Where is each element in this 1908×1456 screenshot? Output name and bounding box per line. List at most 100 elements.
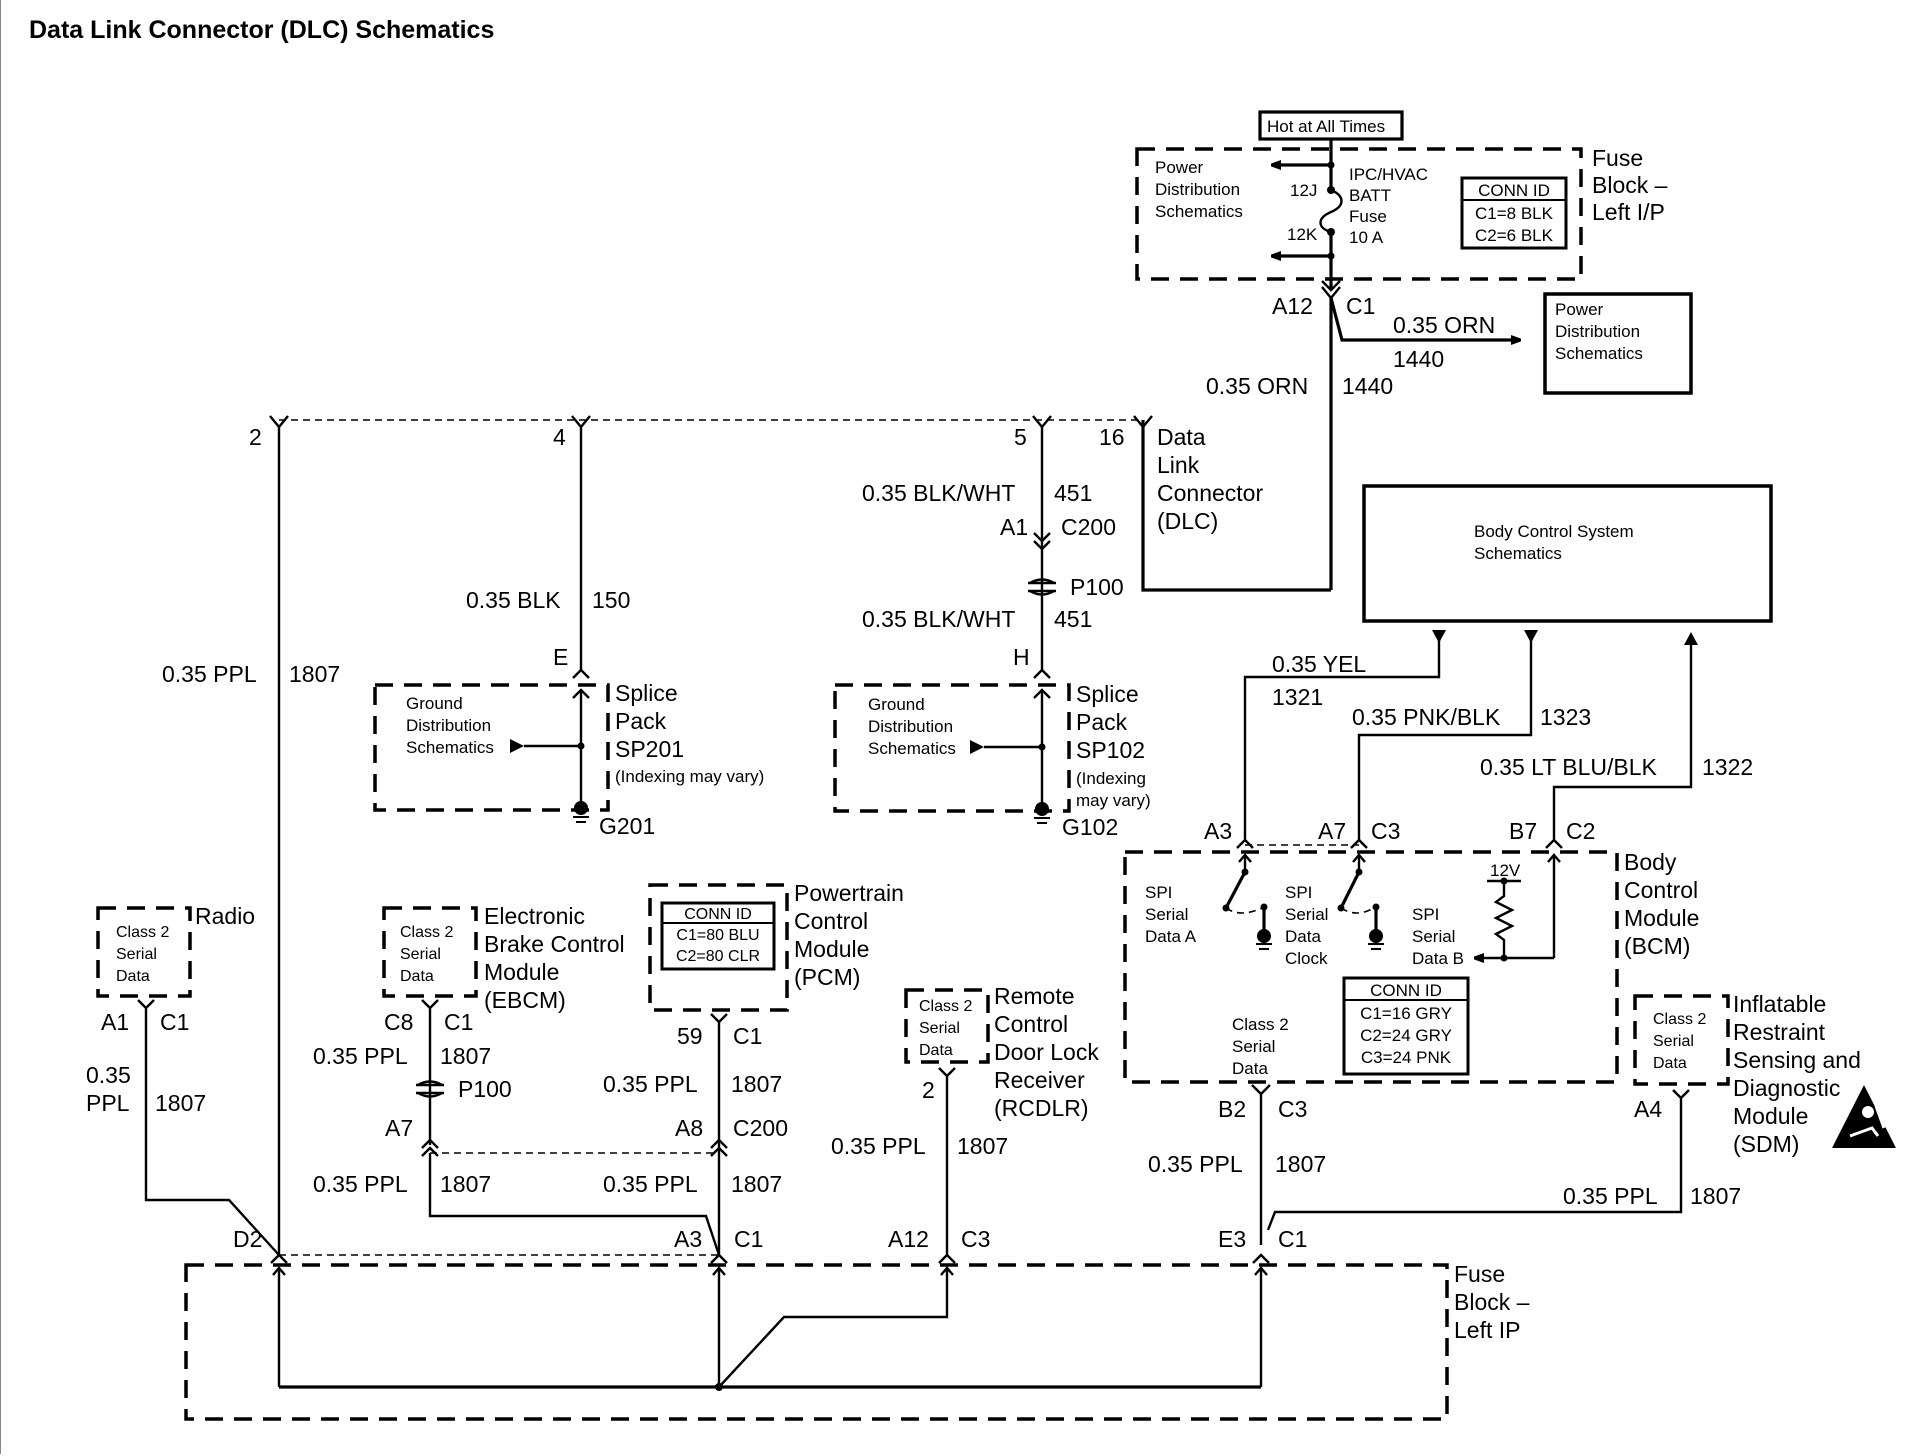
dlc-pin-4: 4 (553, 415, 591, 450)
connector-arrow-a12 (1321, 280, 1341, 292)
blkwht-lower-circuit: 451 (1054, 606, 1092, 632)
svg-text:E3: E3 (1218, 1226, 1246, 1252)
svg-text:C2=6 BLK: C2=6 BLK (1475, 226, 1554, 245)
sdm-outline (1633, 994, 1730, 1086)
sp201-outline (373, 683, 610, 812)
g201-label: G201 (599, 813, 655, 839)
svg-text:Fuse: Fuse (1349, 207, 1387, 226)
svg-text:Module: Module (1733, 1103, 1808, 1129)
pin-a1-c200-label: A1 (1000, 514, 1028, 540)
svg-text:C1=16 GRY: C1=16 GRY (1360, 1004, 1452, 1023)
svg-text:16: 16 (1099, 424, 1125, 450)
connector-c200-top (1033, 532, 1051, 551)
svg-text:SP201: SP201 (615, 736, 684, 762)
pcm-conn-label: C1 (733, 1023, 762, 1049)
svg-text:Fuse: Fuse (1592, 145, 1643, 171)
bcm-name: Body Control Module (BCM) (1624, 849, 1699, 959)
svg-text:Data: Data (919, 1042, 953, 1059)
bcm-pin-b7: B7 C2 (1509, 818, 1595, 849)
svg-text:(PCM): (PCM) (794, 964, 860, 990)
fuse-ip-pin-a12: A12 C3 (888, 1226, 990, 1264)
fuse-block-top-outline (1135, 147, 1583, 281)
svg-text:Schematics: Schematics (406, 738, 494, 757)
svg-text:Serial: Serial (1232, 1037, 1275, 1056)
svg-text:Class 2: Class 2 (116, 924, 169, 941)
power-dist-box[interactable] (1543, 292, 1693, 395)
pin-e-label: E (553, 644, 568, 670)
svg-text:Distribution: Distribution (868, 717, 953, 736)
svg-text:A3: A3 (1204, 818, 1232, 844)
svg-text:CONN ID: CONN ID (1478, 181, 1550, 200)
bcm-pin-b2-label: B2 (1218, 1096, 1246, 1122)
svg-text:Data: Data (116, 968, 150, 985)
svg-text:Diagnostic: Diagnostic (1733, 1075, 1840, 1101)
svg-text:Serial: Serial (1285, 905, 1328, 924)
pcm-circuit2-label: 1807 (731, 1171, 782, 1197)
pcm-pin-a8-label: A8 (675, 1115, 703, 1141)
svg-text:Distribution: Distribution (1155, 180, 1240, 199)
ground-dist-arrow-icon-2 (970, 740, 984, 754)
orn-branch-wire (1329, 297, 1520, 340)
sp201-inner-label: Ground Distribution Schematics (406, 694, 494, 757)
pnkblk-circuit-label: 1323 (1540, 704, 1591, 730)
svg-text:Control: Control (794, 908, 868, 934)
ltblublk-arrow-icon (1684, 632, 1698, 645)
svg-text:SPI: SPI (1412, 905, 1439, 924)
svg-text:Power: Power (1555, 300, 1604, 319)
svg-text:Inflatable: Inflatable (1733, 991, 1826, 1017)
svg-text:C3: C3 (961, 1226, 990, 1252)
spi-clock-label: SPI Serial Data Clock (1285, 883, 1328, 968)
rcdlr-inner-label: Class 2 Serial Data (919, 998, 972, 1059)
body-control-system-box[interactable] (1362, 484, 1773, 623)
conn-c200-label: C200 (1061, 514, 1116, 540)
svg-text:Serial: Serial (919, 1020, 960, 1037)
yel-wire-label: 0.35 YEL (1272, 651, 1366, 677)
svg-text:SP102: SP102 (1076, 737, 1145, 763)
blk-circuit-label: 150 (592, 587, 630, 613)
svg-text:Distribution: Distribution (406, 716, 491, 735)
sp102-outline (833, 683, 1071, 813)
radio-pin-label: A1 (101, 1009, 129, 1035)
bcm-class2-label: Class 2 Serial Data (1232, 1015, 1289, 1078)
radio-circuit-label: 1807 (155, 1090, 206, 1116)
ppl-dlc-wire-label: 0.35 PPL (162, 661, 257, 687)
svg-text:Restraint: Restraint (1733, 1019, 1826, 1045)
ground-dist-arrow-icon (510, 739, 524, 753)
ltblublk-circuit-label: 1322 (1702, 754, 1753, 780)
svg-text:C1: C1 (1278, 1226, 1307, 1252)
p100-ebcm-label: P100 (458, 1076, 512, 1102)
svg-text:Link: Link (1157, 452, 1200, 478)
ltblublk-wire-label: 0.35 LT BLU/BLK (1480, 754, 1658, 780)
bcm-conn-id: CONN ID C1=16 GRY C2=24 GRY C3=24 PNK (1342, 976, 1470, 1076)
blkwht-upper-label: 0.35 BLK/WHT (862, 480, 1015, 506)
pcm-conn-c200-label: C200 (733, 1115, 788, 1141)
blkwht-upper-circuit: 451 (1054, 480, 1092, 506)
svg-text:Schematics: Schematics (1474, 544, 1562, 563)
svg-text:C1: C1 (734, 1226, 763, 1252)
svg-text:Ground: Ground (868, 695, 925, 714)
connector-c200-pcm (710, 1138, 728, 1157)
svg-text:Connector: Connector (1157, 480, 1263, 506)
radio-ppl-wire (144, 1008, 280, 1256)
svg-text:Left IP: Left IP (1454, 1317, 1520, 1343)
fuse-ip-pin-e3: E3 C1 (1218, 1226, 1307, 1264)
svg-text:BATT: BATT (1349, 186, 1391, 205)
svg-text:Fuse: Fuse (1454, 1261, 1505, 1287)
svg-text:Pack: Pack (615, 708, 667, 734)
fuse-icon (1319, 188, 1343, 234)
sdm-pin-a4 (1672, 1089, 1690, 1100)
power-dist-box-label: Power Distribution Schematics (1555, 300, 1643, 363)
svg-text:10 A: 10 A (1349, 228, 1384, 247)
svg-text:SPI: SPI (1285, 883, 1312, 902)
bcm-pin-a7: A7 C3 (1318, 818, 1400, 849)
svg-text:Pack: Pack (1076, 709, 1128, 735)
radio-name: Radio (195, 903, 255, 929)
svg-text:Schematics: Schematics (1555, 344, 1643, 363)
radio-wire-color: PPL (86, 1090, 130, 1116)
svg-text:Clock: Clock (1285, 949, 1328, 968)
svg-text:(DLC): (DLC) (1157, 508, 1218, 534)
svg-text:(SDM): (SDM) (1733, 1131, 1799, 1157)
svg-text:Data: Data (1285, 927, 1321, 946)
body-control-system-label: Body Control System Schematics (1474, 522, 1634, 563)
svg-text:Brake Control: Brake Control (484, 931, 625, 957)
